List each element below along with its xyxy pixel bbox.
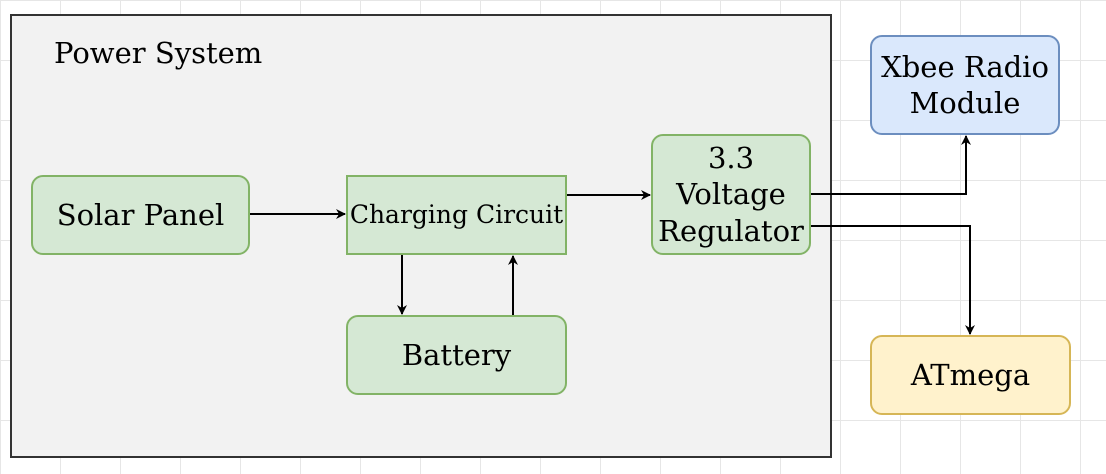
charging-circuit-label: Charging Circuit [349,200,564,230]
regulator-label-line-1: 3.3 [707,141,755,176]
solar-panel-node: Solar Panel [31,175,250,255]
xbee-label-line-2: Module [909,86,1021,120]
xbee-radio-node: Xbee Radio Module [870,35,1060,135]
power-system-title: Power System [54,36,263,70]
regulator-label-line-3: Regulator [658,213,804,248]
edge-regulator-to-atmega [811,225,975,335]
atmega-node: ATmega [870,335,1071,415]
solar-panel-label: Solar Panel [56,197,225,232]
charging-circuit-node: Charging Circuit [346,175,567,255]
atmega-label: ATmega [910,357,1031,392]
battery-label: Battery [401,337,512,372]
regulator-label-line-2: Voltage [676,177,786,212]
edge-regulator-to-xbee [811,135,971,195]
voltage-regulator-node: 3.3 Voltage Regulator [651,134,811,255]
battery-node: Battery [346,315,567,395]
xbee-label-line-1: Xbee Radio [881,49,1049,84]
